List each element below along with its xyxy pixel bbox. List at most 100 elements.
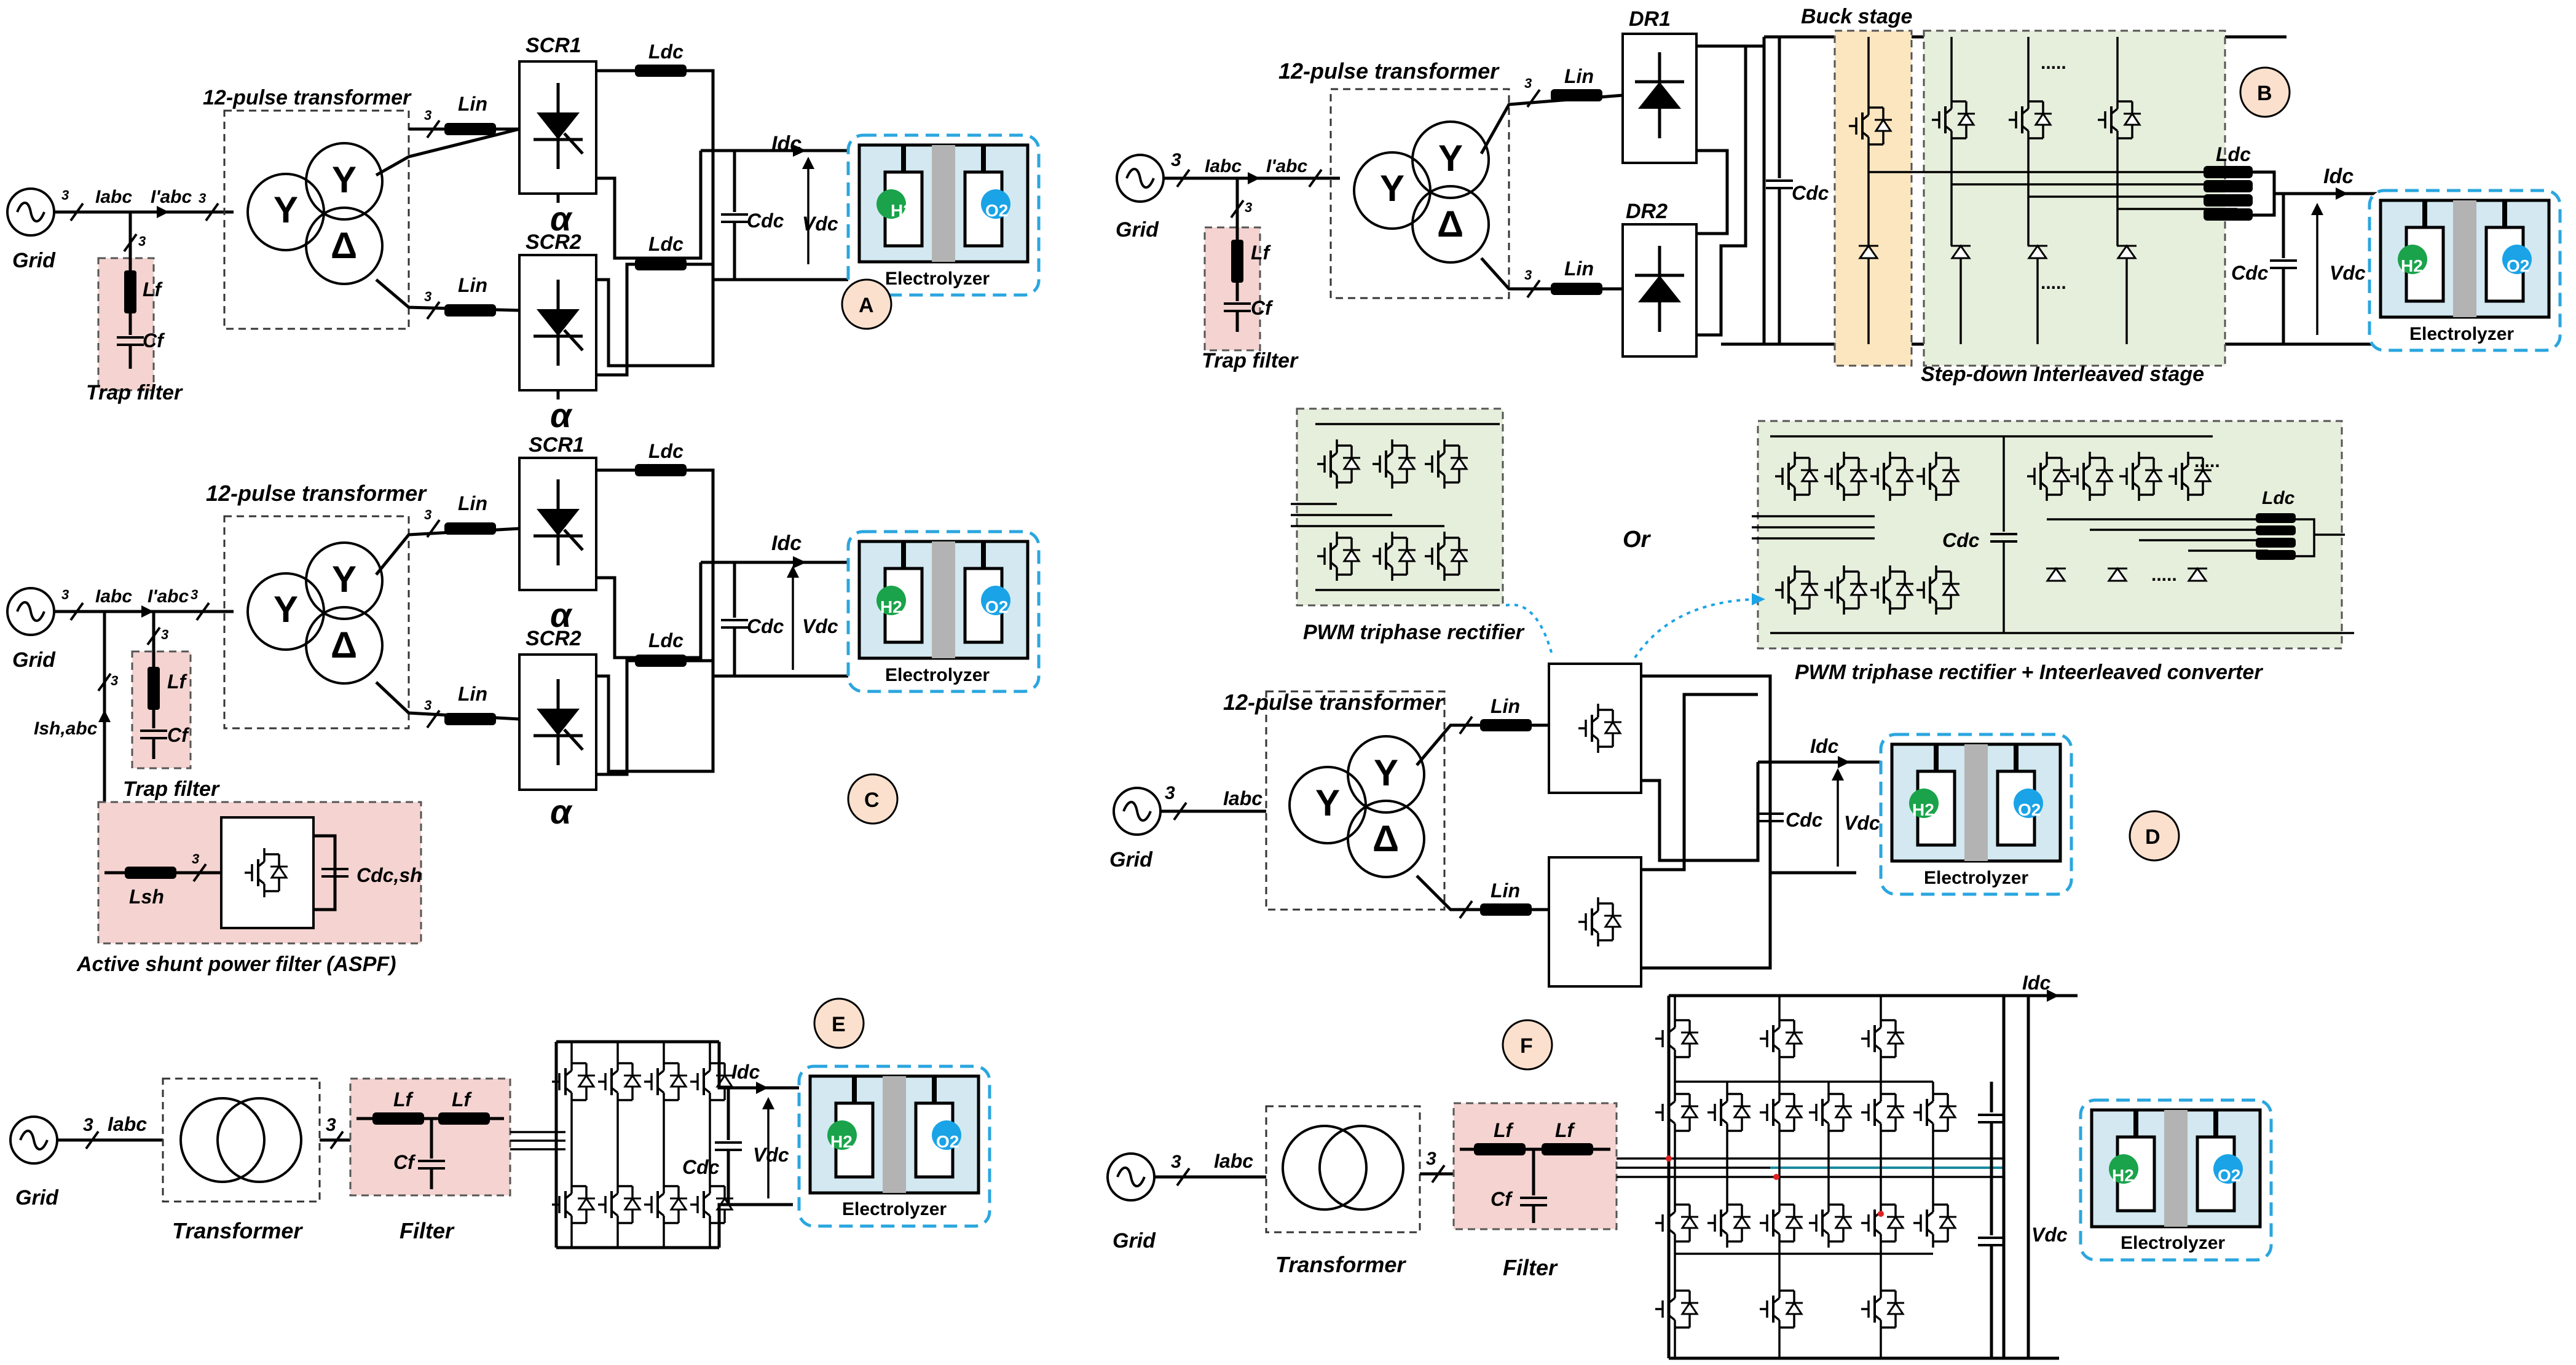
svg-text:3: 3 (111, 673, 118, 688)
svg-text:.....: ..... (2194, 451, 2220, 471)
svg-text:Electrolyzer: Electrolyzer (885, 269, 990, 289)
svg-text:I'abc: I'abc (1266, 156, 1307, 176)
svg-text:.....: ..... (2151, 565, 2177, 585)
svg-text:Filter: Filter (1503, 1255, 1558, 1280)
svg-text:H2: H2 (891, 201, 913, 220)
badge-f: F (1520, 1034, 1533, 1058)
svg-text:Vdc: Vdc (2031, 1224, 2068, 1246)
svg-text:Buck stage: Buck stage (1801, 5, 1912, 28)
svg-text:Idc: Idc (2022, 972, 2050, 994)
svg-text:Lf: Lf (452, 1088, 473, 1111)
bridge-e (551, 1042, 735, 1248)
svg-text:Cdc: Cdc (747, 210, 784, 232)
svg-text:3: 3 (199, 191, 206, 206)
svg-text:I'abc: I'abc (148, 586, 189, 607)
svg-text:Cf: Cf (393, 1151, 416, 1173)
svg-text:.....: ..... (2041, 53, 2066, 73)
svg-text:Lf: Lf (1555, 1119, 1576, 1141)
svg-text:Ldc: Ldc (648, 629, 683, 651)
svg-text:Cdc: Cdc (682, 1156, 720, 1178)
svg-text:Lin: Lin (458, 683, 487, 705)
panel-c: Grid 3 Iabc I'abc 3 3 Lf Cf Trap filter … (6, 433, 1039, 976)
svg-text:Cf: Cf (1251, 297, 1274, 319)
svg-text:PWM triphase rectifier + Intee: PWM triphase rectifier + Inteerleaved co… (1795, 661, 2263, 684)
svg-text:Cdc: Cdc (1792, 182, 1829, 204)
svg-text:3: 3 (161, 627, 168, 642)
svg-text:Grid: Grid (1113, 1229, 1156, 1253)
svg-text:Lin: Lin (1491, 695, 1520, 717)
svg-text:O2: O2 (936, 1132, 959, 1151)
svg-text:Y: Y (332, 559, 356, 600)
badge-b: B (2257, 82, 2272, 105)
svg-text:H2: H2 (880, 597, 902, 616)
svg-text:Lin: Lin (1564, 65, 1594, 87)
badge-e: E (832, 1013, 846, 1036)
svg-text:3: 3 (1165, 783, 1175, 803)
svg-text:Lin: Lin (458, 93, 487, 115)
panel-d: PWM triphase rectifier Or Cdc ..... ....… (1109, 407, 2354, 988)
svg-text:Idc: Idc (1810, 735, 1838, 757)
svg-text:Electrolyzer: Electrolyzer (1924, 868, 2028, 888)
svg-text:Lin: Lin (1491, 879, 1520, 902)
svg-text:Y: Y (332, 159, 356, 200)
svg-text:Cf: Cf (143, 329, 165, 352)
svg-text:Ldc: Ldc (648, 41, 683, 63)
svg-text:Lf: Lf (1251, 242, 1272, 264)
svg-text:Lin: Lin (1564, 258, 1594, 280)
svg-text:Vdc: Vdc (2330, 262, 2366, 284)
svg-text:3: 3 (61, 587, 69, 602)
svg-text:α: α (550, 596, 573, 634)
svg-text:Δ: Δ (1373, 818, 1399, 859)
svg-text:3: 3 (424, 507, 431, 522)
svg-text:α: α (550, 199, 573, 238)
svg-text:DR2: DR2 (1626, 200, 1668, 223)
svg-text:SCR2: SCR2 (526, 627, 581, 650)
svg-text:12-pulse transformer: 12-pulse transformer (206, 481, 427, 506)
svg-text:Grid: Grid (12, 648, 56, 672)
svg-text:H2: H2 (830, 1132, 853, 1151)
svg-text:Ldc: Ldc (2262, 488, 2295, 508)
svg-text:Δ: Δ (1437, 203, 1463, 245)
svg-text:H2: H2 (2112, 1166, 2134, 1185)
svg-text:Trap filter: Trap filter (1202, 349, 1299, 372)
svg-text:Idc: Idc (731, 1061, 760, 1083)
svg-text:Iabc: Iabc (1205, 156, 1242, 176)
svg-text:Cf: Cf (167, 724, 190, 746)
svg-text:3: 3 (1245, 200, 1252, 215)
interleaved-stage-box (1923, 30, 2226, 367)
svg-text:Δ: Δ (331, 624, 357, 666)
svg-text:Y: Y (1315, 782, 1340, 824)
svg-text:Idc: Idc (771, 532, 802, 555)
panel-f: Grid 3 Iabc Transformer 3 Lf Lf Cf Filte… (1106, 972, 2271, 1360)
trap-filter-label: Trap filter (86, 381, 183, 404)
aspf-label: Active shunt power filter (ASPF) (76, 953, 396, 976)
svg-text:Transformer: Transformer (172, 1218, 303, 1243)
svg-text:Cdc,sh: Cdc,sh (356, 864, 422, 886)
svg-text:Electrolyzer: Electrolyzer (885, 665, 990, 685)
svg-text:.....: ..... (2041, 273, 2066, 293)
svg-text:12-pulse transformer: 12-pulse transformer (1223, 690, 1444, 715)
svg-text:Grid: Grid (15, 1186, 59, 1210)
svg-text:O2: O2 (2507, 256, 2529, 275)
svg-text:Vdc: Vdc (802, 615, 838, 637)
svg-text:Iabc: Iabc (108, 1113, 147, 1135)
svg-text:Idc: Idc (2323, 165, 2353, 188)
svg-text:Lsh: Lsh (129, 886, 164, 908)
pwm-rectifier-box (1296, 407, 1504, 607)
svg-text:Filter: Filter (400, 1218, 455, 1243)
svg-text:α: α (550, 396, 573, 435)
buck-stage-box (1834, 30, 1913, 367)
svg-text:Lf: Lf (393, 1088, 414, 1111)
svg-text:Electrolyzer: Electrolyzer (842, 1199, 947, 1219)
svg-text:3: 3 (424, 698, 431, 713)
badge-d: D (2145, 825, 2160, 849)
svg-text:H2: H2 (1912, 800, 1934, 819)
svg-text:DR1: DR1 (1629, 7, 1671, 31)
svg-text:Y: Y (274, 589, 298, 630)
svg-text:Cf: Cf (1491, 1188, 1513, 1210)
svg-text:Y: Y (274, 189, 298, 230)
svg-text:Ldc: Ldc (648, 233, 683, 255)
svg-text:Iabc: Iabc (95, 187, 132, 207)
svg-text:3: 3 (1426, 1149, 1436, 1169)
